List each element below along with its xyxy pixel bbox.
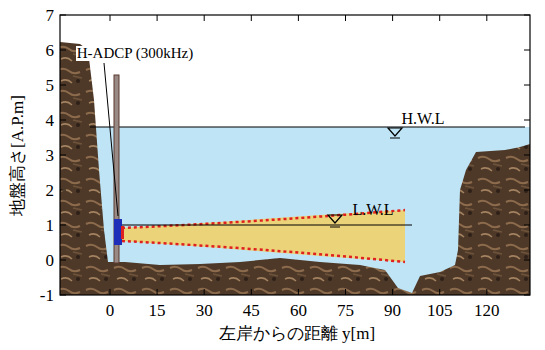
x-tick-label: 0 — [106, 302, 115, 319]
x-tick — [251, 15, 252, 21]
y-tick — [524, 155, 530, 156]
y-tick — [524, 190, 530, 191]
hwl-line — [90, 126, 525, 127]
x-tick — [392, 289, 393, 295]
y-axis-title: 地盤高さ[A.P.m] — [9, 95, 26, 216]
y-tick — [60, 260, 66, 261]
x-tick — [486, 15, 487, 21]
x-tick — [439, 289, 440, 295]
x-tick — [204, 15, 205, 21]
x-tick-label: 120 — [474, 302, 500, 319]
y-tick — [60, 225, 66, 226]
x-tick — [486, 289, 487, 295]
y-tick-label: 4 — [46, 112, 55, 129]
x-tick — [392, 15, 393, 21]
plot-frame — [60, 15, 530, 295]
y-tick — [60, 120, 66, 121]
x-tick-label: 45 — [243, 302, 260, 319]
x-tick-label: 30 — [196, 302, 213, 319]
x-tick — [251, 289, 252, 295]
x-tick-label: 60 — [290, 302, 307, 319]
x-tick-label: 75 — [337, 302, 354, 319]
x-axis-title: 左岸からの距離 y[m] — [219, 325, 375, 342]
y-tick — [60, 15, 66, 16]
x-tick — [345, 15, 346, 21]
y-tick-label: 3 — [46, 147, 55, 164]
x-tick — [157, 289, 158, 295]
axis-ticks — [60, 15, 530, 295]
ground — [60, 42, 530, 295]
x-tick-label: 105 — [427, 302, 453, 319]
x-tick — [298, 289, 299, 295]
y-tick — [524, 120, 530, 121]
y-tick-label: 5 — [46, 77, 55, 94]
instrument-label: H-ADCP (300kHz) — [76, 46, 195, 61]
beam-edge — [122, 241, 405, 262]
x-tick — [298, 15, 299, 21]
transducer — [121, 226, 124, 239]
y-tick — [524, 50, 530, 51]
y-tick — [60, 295, 66, 296]
h-adcp-sensor — [114, 219, 122, 245]
x-tick — [204, 289, 205, 295]
water-level-symbol — [328, 215, 342, 223]
y-tick — [524, 225, 530, 226]
x-tick — [157, 15, 158, 21]
x-tick — [439, 15, 440, 21]
water-level-symbol — [390, 138, 400, 139]
x-tick-label: 90 — [384, 302, 401, 319]
x-tick — [345, 289, 346, 295]
y-tick-label: 1 — [46, 217, 55, 234]
y-tick — [524, 85, 530, 86]
y-tick — [60, 190, 66, 191]
y-tick — [60, 50, 66, 51]
y-tick — [524, 15, 530, 16]
water-level-symbol — [330, 227, 340, 228]
y-tick-label: 7 — [46, 7, 55, 24]
y-tick-label: 6 — [46, 42, 55, 59]
leader-line — [104, 63, 118, 216]
x-tick-label: 15 — [149, 302, 166, 319]
y-tick-label: -1 — [40, 287, 54, 304]
water-level-label: L.W.L — [352, 202, 393, 218]
y-tick — [60, 85, 66, 86]
y-tick-label: 2 — [46, 182, 55, 199]
lwl-line — [120, 224, 412, 225]
water-level-symbol — [388, 128, 402, 136]
x-tick — [110, 289, 111, 295]
x-tick — [110, 15, 111, 21]
y-tick — [60, 155, 66, 156]
y-tick — [524, 260, 530, 261]
y-tick — [524, 295, 530, 296]
y-tick-label: 0 — [46, 252, 55, 269]
water-level-label: H.W.L — [402, 111, 445, 127]
